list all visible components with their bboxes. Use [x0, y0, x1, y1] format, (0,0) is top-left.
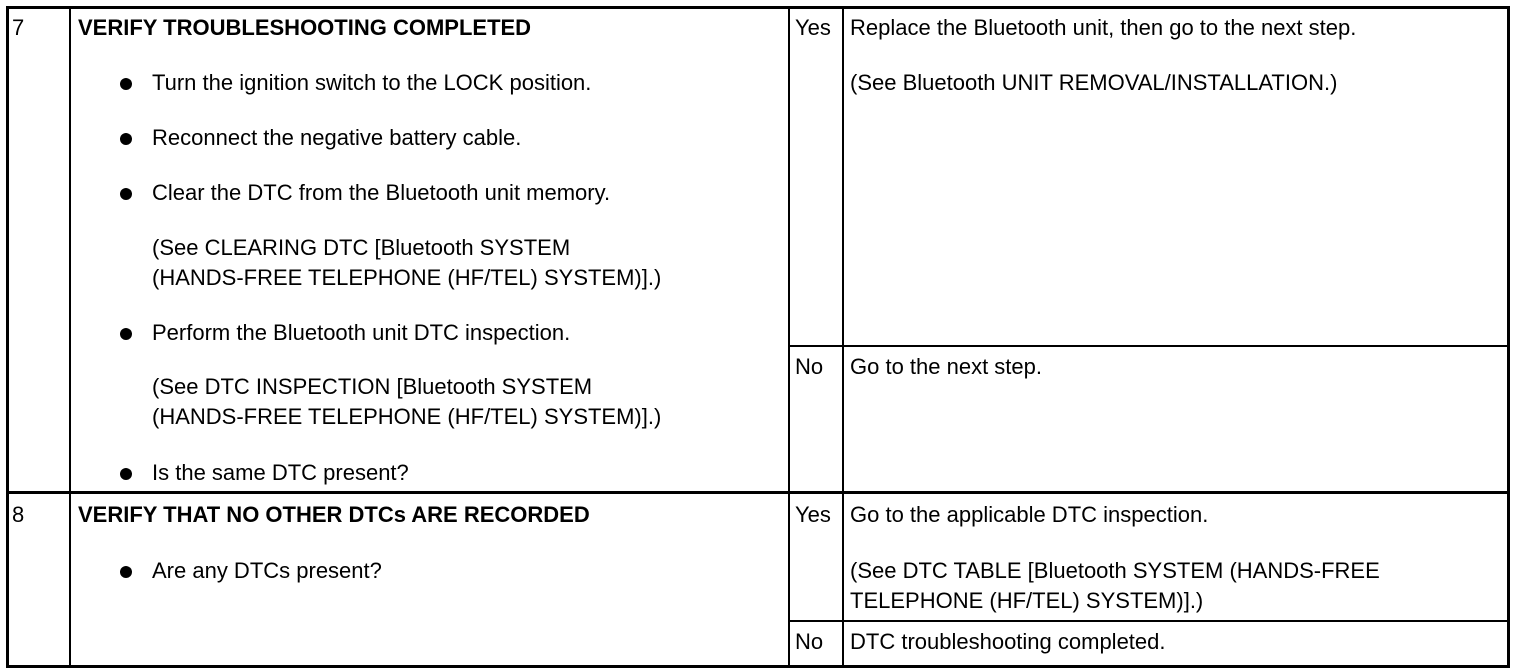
no-action: DTC troubleshooting completed. [850, 629, 1166, 654]
no-label: No [795, 354, 824, 379]
row-divider [6, 491, 1507, 494]
reference-link[interactable]: (See DTC TABLE [Bluetooth SYSTEM (HANDS-… [850, 558, 1380, 583]
reference-link[interactable]: (HANDS-FREE TELEPHONE (HF/TEL) SYSTEM)].… [152, 404, 662, 429]
reference-link[interactable]: (HANDS-FREE TELEPHONE (HF/TEL) SYSTEM)].… [152, 265, 662, 290]
bullet-icon [120, 468, 132, 480]
action-item: Reconnect the negative battery cable. [152, 125, 522, 150]
bullet-icon [120, 133, 132, 145]
row-divider [788, 345, 1507, 347]
no-label: No [795, 629, 824, 654]
bullet-icon [120, 188, 132, 200]
yes-action: Go to the applicable DTC inspection. [850, 502, 1209, 527]
yes-label: Yes [795, 15, 831, 40]
column-divider [788, 6, 790, 665]
action-item: Clear the DTC from the Bluetooth unit me… [152, 180, 611, 205]
no-action: Go to the next step. [850, 354, 1043, 379]
action-item: Is the same DTC present? [152, 460, 409, 485]
bullet-icon [120, 566, 132, 578]
step-number: 7 [12, 15, 25, 40]
bullet-icon [120, 328, 132, 340]
action-item: Are any DTCs present? [152, 558, 382, 583]
reference-link[interactable]: (See DTC INSPECTION [Bluetooth SYSTEM [152, 374, 593, 399]
column-divider [842, 6, 844, 665]
row-divider [788, 620, 1507, 622]
column-divider [69, 6, 71, 665]
yes-label: Yes [795, 502, 831, 527]
step-number: 8 [12, 502, 25, 527]
yes-action: Replace the Bluetooth unit, then go to t… [850, 15, 1357, 40]
action-item: Turn the ignition switch to the LOCK pos… [152, 70, 592, 95]
bullet-icon [120, 78, 132, 90]
reference-link[interactable]: TELEPHONE (HF/TEL) SYSTEM)].) [850, 588, 1204, 613]
step-title: VERIFY THAT NO OTHER DTCs ARE RECORDED [78, 502, 590, 527]
table-frame [6, 6, 1510, 668]
step-title: VERIFY TROUBLESHOOTING COMPLETED [78, 15, 532, 40]
action-item: Perform the Bluetooth unit DTC inspectio… [152, 320, 571, 345]
reference-link[interactable]: (See Bluetooth UNIT REMOVAL/INSTALLATION… [850, 70, 1338, 95]
reference-link[interactable]: (See CLEARING DTC [Bluetooth SYSTEM [152, 235, 571, 260]
